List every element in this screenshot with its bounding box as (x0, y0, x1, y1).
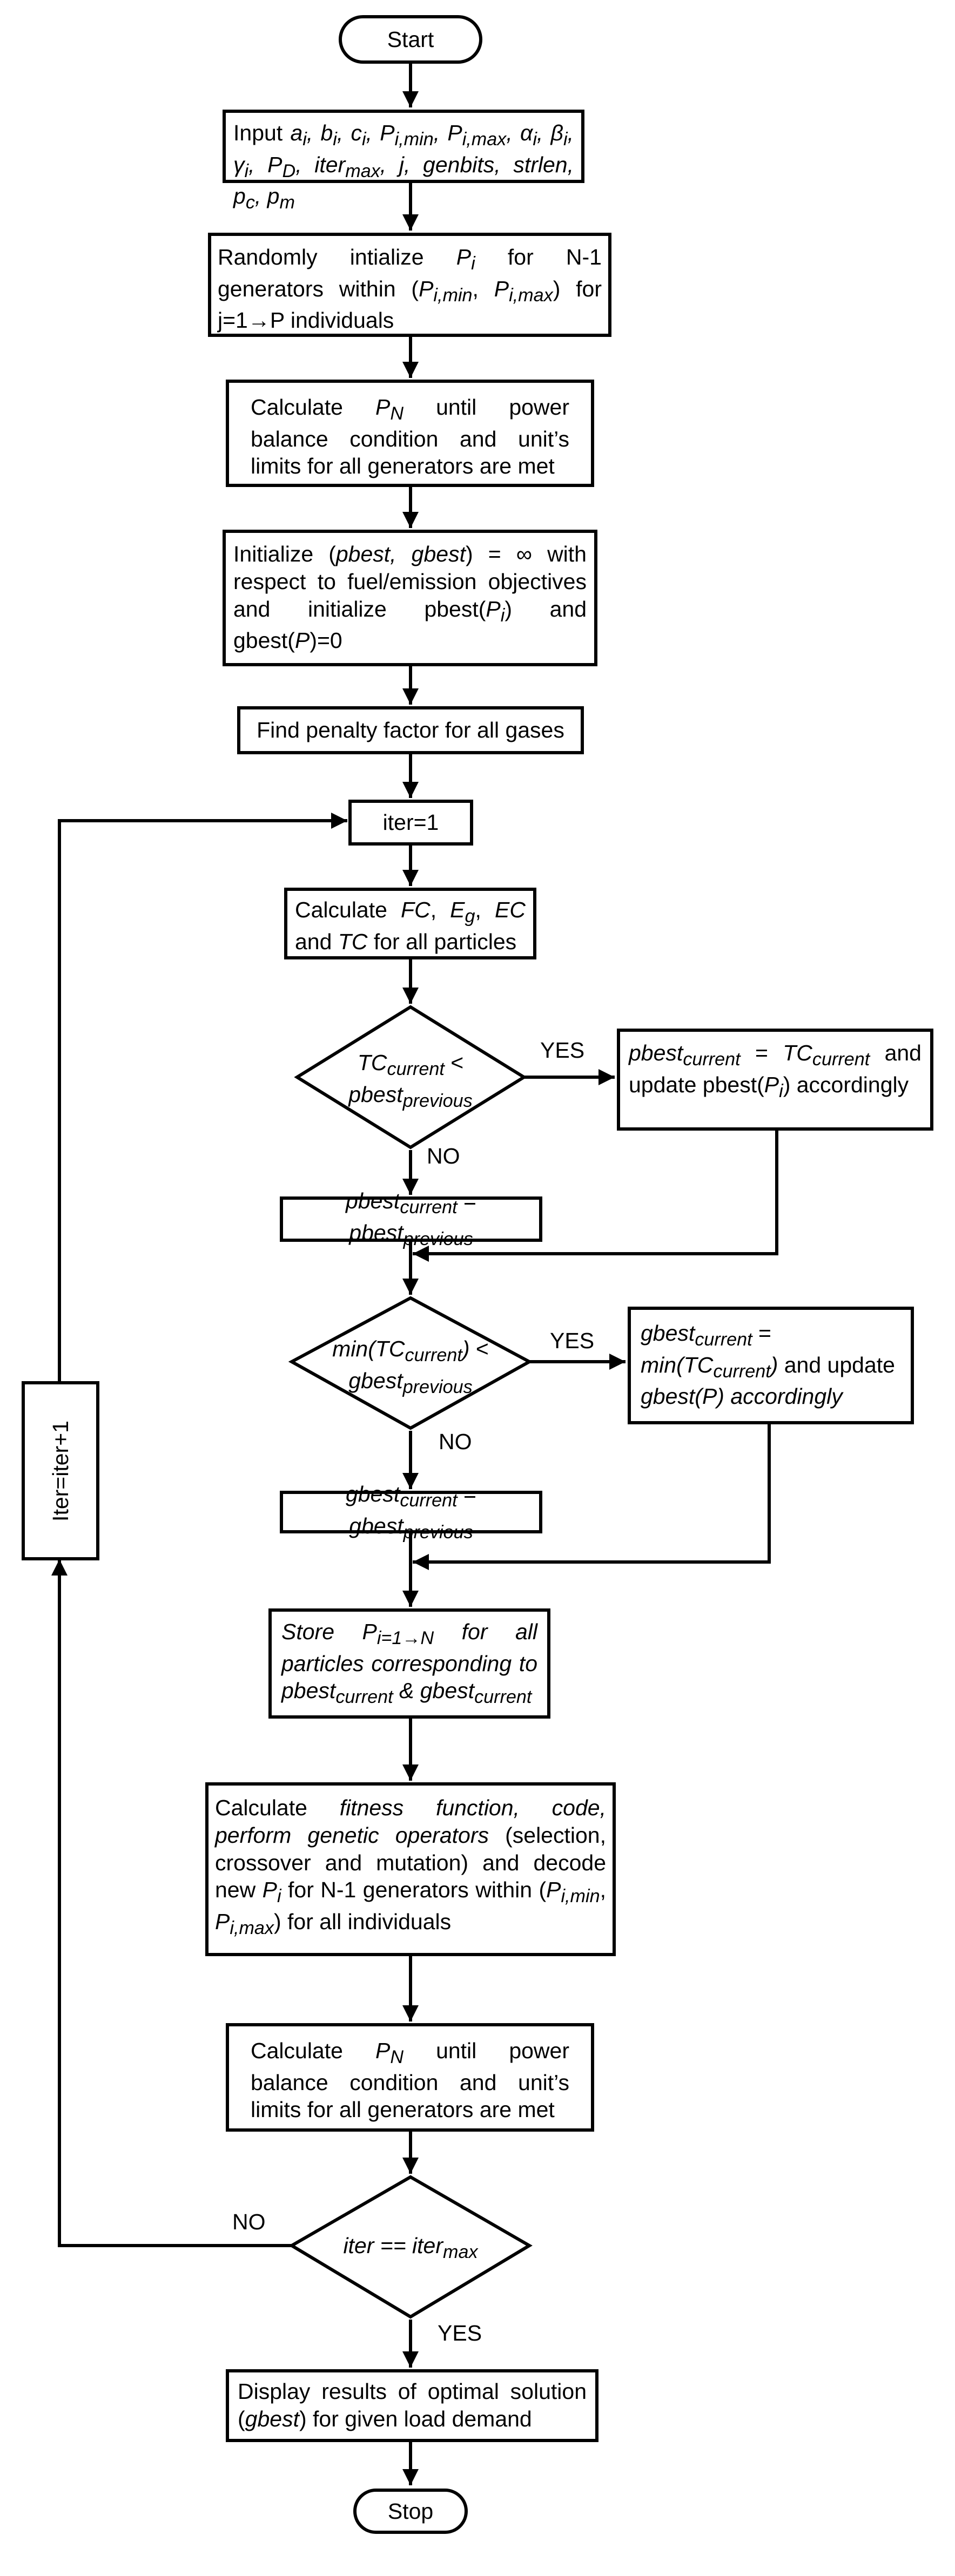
display-text: Display results of optimal solution (gbe… (238, 2379, 587, 2431)
decision-gbest-shape (288, 1296, 533, 1430)
calc-pn-text-2: Calculate PN until power balance conditi… (251, 2038, 569, 2122)
gbest-keep-box: gbestcurrent = gbestprevious (280, 1482, 542, 1543)
yes-label-1: YES (540, 1038, 585, 1063)
start-terminal: Start (339, 15, 482, 64)
gbest-update-box: gbestcurrent = min(TCcurrent) and update… (628, 1307, 914, 1424)
random-init-text: Randomly intialize Pi for N-1 generators… (218, 245, 602, 333)
store-text: Store Pi=1→N for all particles correspon… (281, 1619, 538, 1708)
no-label-3: NO (232, 2209, 266, 2234)
calc-pn-box-2: Calculate PN until power balance conditi… (226, 2023, 594, 2132)
decision-iter-text: iter == itermax (343, 2233, 478, 2263)
iter-init-text: iter=1 (382, 810, 439, 835)
pbest-keep-text: pbestcurrent = pbestprevious (346, 1188, 476, 1250)
arrow-pbestupdate-merge (413, 1129, 778, 1262)
input-text: Input ai, bi, ci, Pi,min, Pi,max, αi, βi… (233, 120, 574, 213)
no-label-2: NO (439, 1429, 472, 1454)
decision-pbest-label: TCcurrent <pbestprevious (313, 1049, 508, 1113)
pbest-update-box: pbestcurrent = TCcurrent and update pbes… (617, 1029, 933, 1131)
store-box: Store Pi=1→N for all particles correspon… (268, 1608, 550, 1719)
display-box: Display results of optimal solution (gbe… (226, 2369, 598, 2442)
init-best-box: Initialize (pbest, gbest) = ∞ with respe… (223, 530, 597, 666)
pbest-update-text: pbestcurrent = TCcurrent and update pbes… (629, 1040, 922, 1101)
yes-label-2: YES (550, 1328, 595, 1353)
iter-init-box: iter=1 (348, 800, 473, 846)
iter-increment-text: Iter=iter+1 (48, 1420, 73, 1522)
decision-iter-label: iter == itermax (302, 2232, 519, 2264)
decision-pbest-shape (294, 1005, 527, 1150)
calc-pn-text-1: Calculate PN until power balance conditi… (251, 395, 569, 479)
decision-gbest-text: min(TCcurrent) <gbestprevious (332, 1336, 489, 1398)
arrow-gbestupdate-merge (413, 1423, 771, 1570)
iter-increment-label-wrap: Iter=iter+1 (22, 1381, 99, 1560)
penalty-text: Find penalty factor for all gases (257, 718, 564, 743)
start-label: Start (387, 26, 434, 52)
genetic-text: Calculate fitness function, code, perfor… (215, 1795, 606, 1939)
genetic-box: Calculate fitness function, code, perfor… (205, 1782, 616, 1956)
arrow-loop-to-increment (51, 1559, 292, 2247)
calc-costs-text: Calculate FC, Eg, EC and TC for all part… (295, 897, 526, 954)
random-init-box: Randomly intialize Pi for N-1 generators… (208, 233, 611, 337)
iter-increment-box (22, 1381, 99, 1560)
stop-label: Stop (387, 2498, 434, 2524)
penalty-box: Find penalty factor for all gases (237, 706, 584, 754)
stop-terminal: Stop (353, 2489, 468, 2534)
decision-pbest-text: TCcurrent <pbestprevious (348, 1050, 473, 1112)
input-box: Input ai, bi, ci, Pi,min, Pi,max, αi, βi… (223, 110, 584, 213)
calc-pn-box-1: Calculate PN until power balance conditi… (226, 380, 594, 487)
calc-costs-box: Calculate FC, Eg, EC and TC for all part… (284, 888, 536, 959)
decision-gbest-label: min(TCcurrent) <gbestprevious (308, 1335, 513, 1399)
init-best-text: Initialize (pbest, gbest) = ∞ with respe… (233, 542, 587, 653)
decision-iter-shape (288, 2175, 533, 2319)
no-label-1: NO (427, 1144, 460, 1168)
pbest-keep-box: pbestcurrent = pbestprevious (280, 1188, 542, 1249)
yes-label-3: YES (438, 2321, 482, 2345)
gbest-update-text: gbestcurrent = min(TCcurrent) and update… (641, 1321, 895, 1409)
gbest-keep-text: gbestcurrent = gbestprevious (346, 1481, 476, 1543)
arrow-increment-to-iter (58, 813, 347, 1506)
